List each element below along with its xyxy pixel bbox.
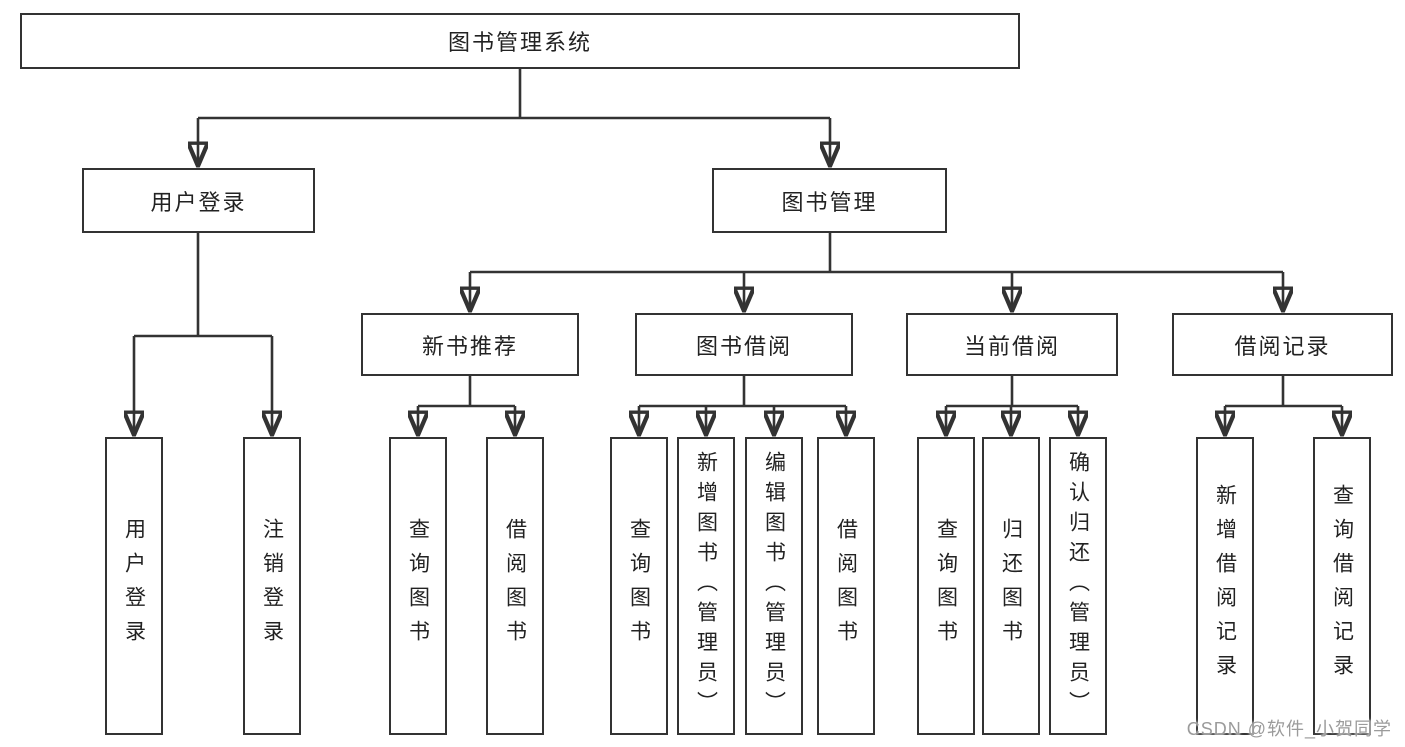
leaf-current-query-books: 查询图书 [917, 437, 975, 735]
node-current-borrowing: 当前借阅 [906, 313, 1118, 376]
current-branch-connectors [946, 376, 1078, 435]
leaf-borrowing-add-books-admin: 新增图书（管理员） [677, 437, 735, 735]
leaf-borrowing-query-books: 查询图书 [610, 437, 668, 735]
node-library-system: 图书管理系统 [20, 13, 1020, 69]
leaf-borrowing-borrow-books: 借阅图书 [817, 437, 875, 735]
leaf-logout: 注销登录 [243, 437, 301, 735]
leaf-current-confirm-return-admin: 确认归还（管理员） [1049, 437, 1107, 735]
leaf-user-login: 用户登录 [105, 437, 163, 735]
leaf-records-query-record: 查询借阅记录 [1313, 437, 1371, 735]
leaf-borrowing-edit-books-admin: 编辑图书（管理员） [745, 437, 803, 735]
node-book-management: 图书管理 [712, 168, 947, 233]
leaf-records-add-record: 新增借阅记录 [1196, 437, 1254, 735]
book-mgmt-branch-connectors [470, 233, 1283, 311]
leaf-newbooks-borrow-books: 借阅图书 [486, 437, 544, 735]
records-branch-connectors [1225, 376, 1342, 435]
leaf-newbooks-query-books: 查询图书 [389, 437, 447, 735]
new-books-branch-connectors [418, 376, 515, 435]
node-book-borrowing: 图书借阅 [635, 313, 853, 376]
csdn-watermark: CSDN @软件_小贺同学 [1186, 719, 1392, 739]
user-login-branch-connectors [134, 233, 272, 435]
node-new-book-recommend: 新书推荐 [361, 313, 579, 376]
root-branch-connectors [198, 69, 830, 166]
leaf-current-return-books: 归还图书 [982, 437, 1040, 735]
borrowing-branch-connectors [639, 376, 846, 435]
node-user-login: 用户登录 [82, 168, 315, 233]
node-borrowing-records: 借阅记录 [1172, 313, 1393, 376]
